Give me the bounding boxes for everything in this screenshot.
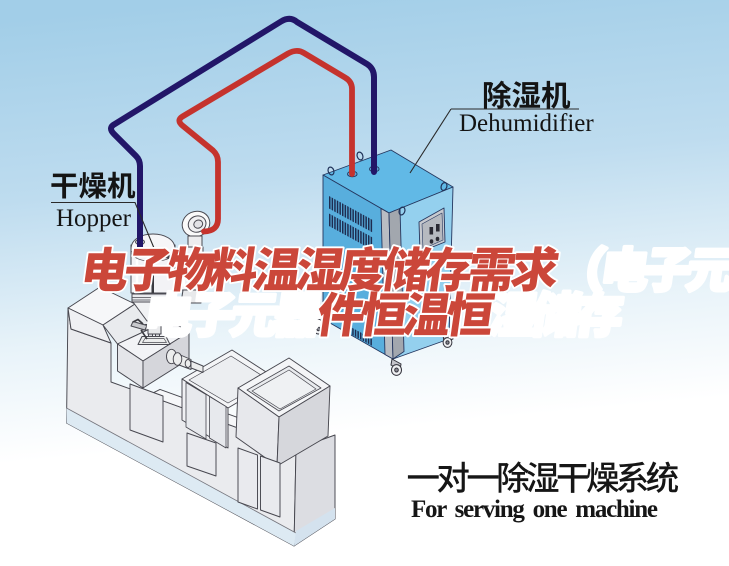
- svg-text:For serving one machine: For serving one machine: [411, 496, 658, 523]
- svg-text:Hopper: Hopper: [56, 205, 132, 232]
- svg-text:Dehumidifier: Dehumidifier: [459, 110, 594, 137]
